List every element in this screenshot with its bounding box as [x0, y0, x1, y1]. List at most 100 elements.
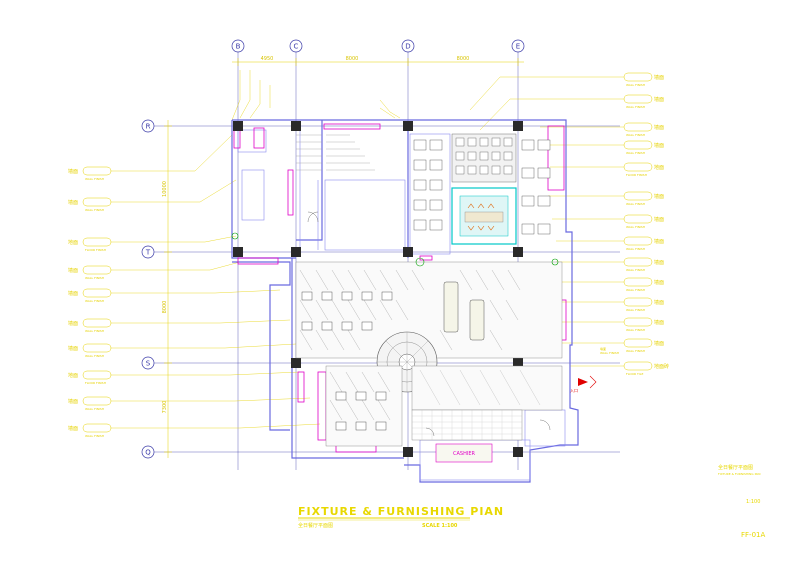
- svg-text:WALL FINISH: WALL FINISH: [626, 349, 645, 353]
- plant-symbols: [231, 232, 559, 267]
- callout-right-11: 墙面 WALL FINISH: [623, 297, 664, 312]
- callouts-left: 墙面 WALL FINISH 墙面 WALL FINISH 地面 FLOOR F…: [68, 166, 112, 438]
- sheet-title-block: 全日餐厅平面图 FIXTURE & FURNISHING PAN 1:100 F…: [718, 464, 765, 539]
- svg-text:墙面: 墙面: [654, 216, 664, 223]
- private-dining-room: [451, 187, 517, 245]
- svg-text:墙面: 墙面: [654, 238, 664, 245]
- column-d-t: [403, 247, 413, 257]
- svg-text:FLOOR FINISH: FLOOR FINISH: [626, 173, 647, 177]
- dimension-left: [164, 120, 172, 458]
- svg-text:FLOOR FINISH: FLOOR FINISH: [85, 248, 106, 252]
- dim-left-3: 7300: [162, 401, 168, 414]
- svg-text:墙面: 墙面: [654, 259, 664, 266]
- svg-text:地面: 地面: [68, 372, 78, 379]
- grid-label-r: R: [146, 123, 151, 131]
- svg-text:WALL FINISH: WALL FINISH: [626, 247, 645, 251]
- svg-text:墙面: 墙面: [68, 290, 78, 297]
- leader-lines: [110, 70, 625, 429]
- sheet-number: FF-01A: [741, 531, 765, 539]
- lower-left-dining: [325, 365, 403, 447]
- dimension-top: [232, 58, 524, 66]
- callout-left-5: 墙面 WALL FINISH: [68, 288, 112, 303]
- svg-text:WALL FINISH: WALL FINISH: [626, 133, 645, 137]
- svg-text:WALL FINISH: WALL FINISH: [626, 328, 645, 332]
- column-c-s: [291, 358, 301, 368]
- svg-text:WALL FINISH: WALL FINISH: [85, 329, 104, 333]
- callout-right-1: 墙面 WALL FINISH: [623, 72, 664, 87]
- callout-right-15: 地面砖 FLOOR TILE: [623, 361, 669, 376]
- callout-right-14: 墙面 WALL FINISH: [600, 346, 619, 355]
- svg-text:WALL FINISH: WALL FINISH: [626, 202, 645, 206]
- svg-text:地面: 地面: [654, 164, 664, 171]
- column-c-r: [291, 121, 301, 131]
- svg-text:墙面: 墙面: [654, 193, 664, 200]
- svg-text:地面砖: 地面砖: [654, 363, 669, 370]
- dim-left-2: 8000: [162, 301, 168, 314]
- callout-left-10: 墙面 WALL FINISH: [68, 423, 112, 438]
- callout-left-4: 墙面 WALL FINISH: [68, 265, 112, 280]
- column-d-q: [403, 447, 413, 457]
- grid-label-c: C: [294, 43, 299, 51]
- callouts-right: 墙面 WALL FINISH 墙面 WALL FINISH 墙面 WALL FI…: [600, 72, 669, 376]
- svg-text:WALL FINISH: WALL FINISH: [600, 351, 619, 355]
- svg-text:墙面: 墙面: [68, 267, 78, 274]
- callout-right-8: 墙面 WALL FINISH: [623, 236, 664, 251]
- upper-booth-area: [451, 133, 517, 183]
- callout-right-2: 墙面 WALL FINISH: [623, 94, 664, 109]
- svg-text:墙面: 墙面: [68, 398, 78, 405]
- grid-bubbles-top: B C D E: [231, 39, 525, 53]
- callout-left-8: 地面 FLOOR FINISH: [68, 370, 112, 385]
- svg-text:墙面: 墙面: [654, 142, 664, 149]
- dim-left-1: 10000: [162, 181, 168, 197]
- svg-text:墙面: 墙面: [68, 345, 78, 352]
- grid-bubble-s: S: [141, 356, 155, 370]
- drawing-title: FIXTURE & FURNISHING PIAN: [298, 505, 504, 518]
- callout-left-6: 墙面 WALL FINISH: [68, 318, 112, 333]
- svg-text:墙面: 墙面: [654, 74, 664, 81]
- svg-text:WALL FINISH: WALL FINISH: [626, 151, 645, 155]
- column-c-t: [291, 247, 301, 257]
- callout-left-2: 墙面 WALL FINISH: [68, 197, 112, 212]
- grid-bubble-c: C: [289, 39, 303, 53]
- sheet-name-cn: 全日餐厅平面图: [718, 464, 753, 471]
- grid-label-e: E: [516, 43, 520, 51]
- svg-text:墙面: 墙面: [68, 320, 78, 327]
- dining-tables-left-column: [413, 139, 443, 231]
- grid-label-t: T: [145, 249, 151, 257]
- svg-text:墙面: 墙面: [68, 199, 78, 206]
- grid-bubble-t: T: [141, 245, 155, 259]
- column-e-q: [513, 447, 523, 457]
- grid-bubble-e: E: [511, 39, 525, 53]
- svg-text:WALL FINISH: WALL FINISH: [626, 83, 645, 87]
- grid-label-s: S: [146, 360, 151, 368]
- svg-text:墙面: 墙面: [654, 279, 664, 286]
- callout-right-6: 墙面 WALL FINISH: [623, 191, 664, 206]
- callout-right-10: 墙面 WALL FINISH: [623, 277, 664, 292]
- svg-text:WALL FINISH: WALL FINISH: [626, 105, 645, 109]
- callout-right-3: 墙面 WALL FINISH: [623, 122, 664, 137]
- staircase-left: [296, 134, 375, 171]
- column-b-t: [233, 247, 243, 257]
- svg-text:WALL FINISH: WALL FINISH: [626, 268, 645, 272]
- callout-right-7: 墙面 WALL FINISH: [623, 214, 664, 229]
- main-dining-hall: [295, 261, 563, 359]
- door-swings: [307, 211, 551, 437]
- svg-text:WALL FINISH: WALL FINISH: [626, 308, 645, 312]
- callout-right-4: 墙面 WALL FINISH: [623, 140, 664, 155]
- column-e-t: [513, 247, 523, 257]
- callout-right-13: 墙面 WALL FINISH: [623, 338, 664, 353]
- dim-top-1: 4950: [261, 56, 274, 62]
- grid-label-d: D: [405, 43, 410, 51]
- sheet-scale: 1:100: [746, 499, 760, 505]
- svg-text:FLOOR FINISH: FLOOR FINISH: [85, 381, 106, 385]
- svg-text:墙面: 墙面: [600, 346, 606, 351]
- column-e-r: [513, 121, 523, 131]
- svg-text:WALL FINISH: WALL FINISH: [85, 177, 104, 181]
- callout-left-1: 墙面 WALL FINISH: [68, 166, 112, 181]
- svg-text:WALL FINISH: WALL FINISH: [85, 407, 104, 411]
- grid-bubble-q: Q: [141, 445, 155, 459]
- cashier-label: CASHIER: [453, 451, 475, 457]
- svg-text:FLOOR TILE: FLOOR TILE: [626, 372, 643, 376]
- callout-right-5: 地面 FLOOR FINISH: [623, 162, 664, 177]
